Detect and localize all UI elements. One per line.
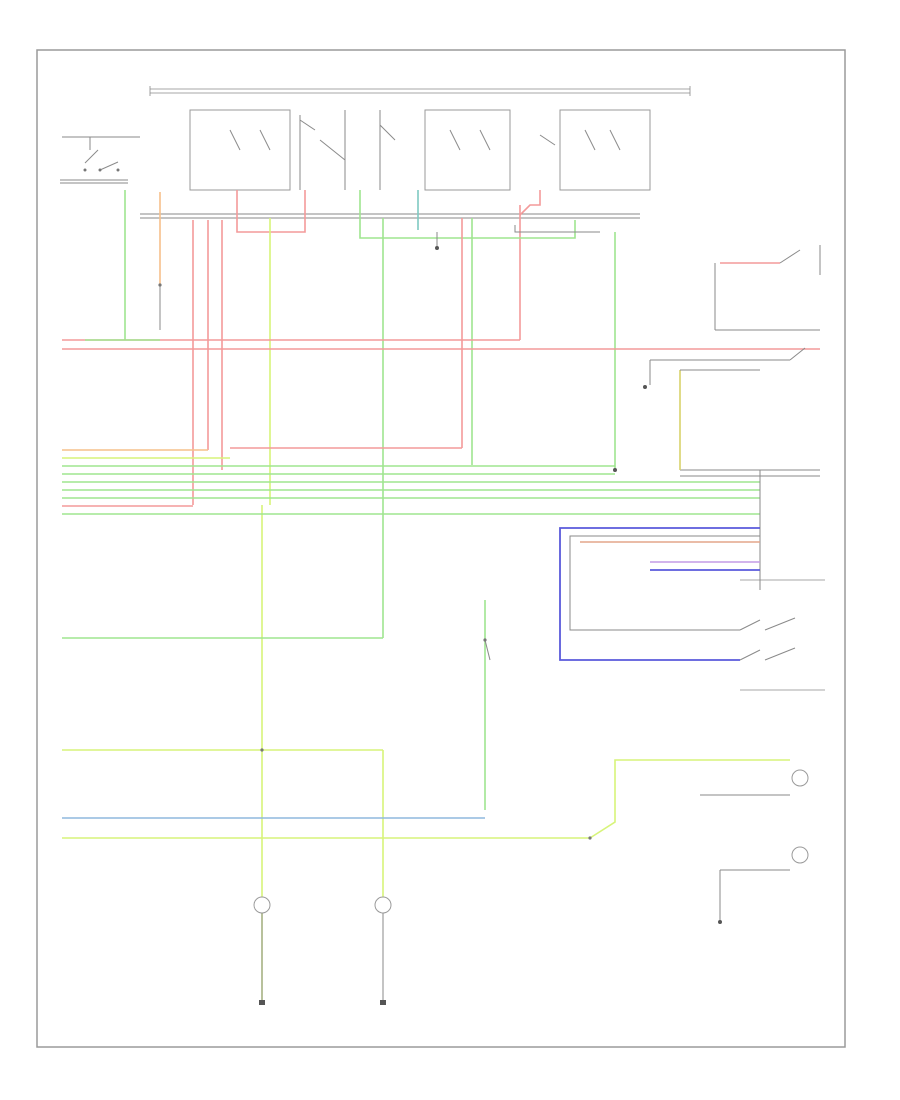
lamps bbox=[253, 769, 809, 914]
splices bbox=[158, 283, 592, 840]
green-jumpers-top bbox=[359, 190, 600, 246]
relay-box-3 bbox=[539, 109, 651, 191]
multifunction-switch-wires bbox=[559, 527, 825, 691]
lower-wires bbox=[62, 749, 790, 920]
top-dimension-lines bbox=[149, 86, 691, 96]
left-tail-lamp bbox=[253, 896, 271, 914]
connector-row bbox=[140, 213, 640, 219]
relay-box-1 bbox=[189, 109, 346, 191]
left-rear-lamp bbox=[791, 769, 809, 787]
relay-box-2 bbox=[379, 109, 511, 191]
diagram-frame bbox=[36, 49, 846, 1048]
right-tail-lamp bbox=[374, 896, 392, 914]
mid-section-wires bbox=[62, 600, 491, 810]
right-switches bbox=[649, 245, 821, 470]
left-red-bus bbox=[62, 339, 820, 350]
left-wire-bundle bbox=[62, 447, 760, 515]
ignition-switch bbox=[60, 136, 140, 184]
right-rear-lamp bbox=[791, 846, 809, 864]
red-wires-top bbox=[236, 190, 541, 340]
grounds bbox=[259, 246, 722, 1005]
